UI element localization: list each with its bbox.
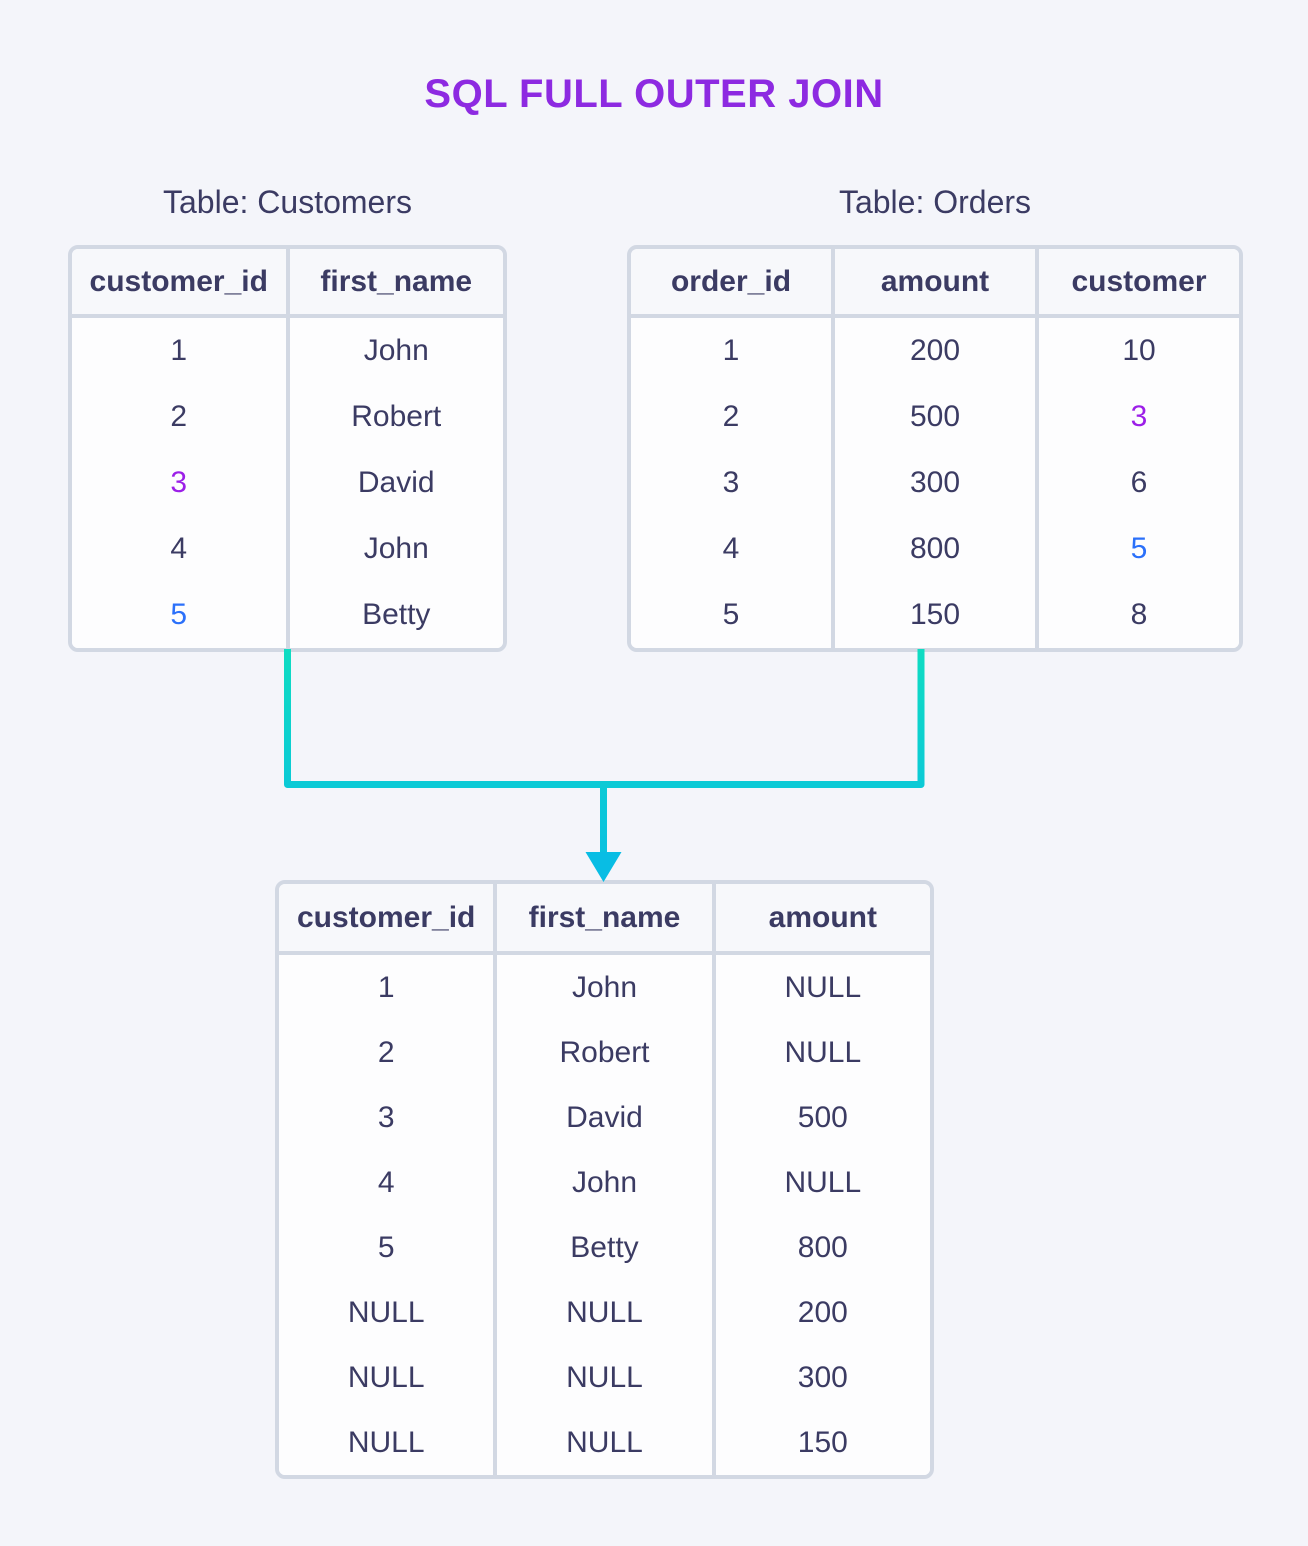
table-cell: 1 <box>72 318 286 384</box>
column-header: first_name <box>289 249 503 318</box>
orders-table-title: Table: Orders <box>838 184 1032 220</box>
table-cell: 3 <box>279 1085 494 1150</box>
customers-table-title: Table: Customers <box>163 184 412 220</box>
table-cell: 500 <box>835 384 1035 450</box>
table-cell: 800 <box>715 1215 930 1280</box>
table-cell: NULL <box>497 1410 712 1475</box>
column-header: first_name <box>497 884 712 955</box>
column-header: customer_id <box>279 884 494 955</box>
table-cell: NULL <box>497 1280 712 1345</box>
column-header: amount <box>715 884 930 955</box>
table-cell: NULL <box>715 1020 930 1085</box>
table-cell: 4 <box>72 516 286 582</box>
table-cell: 5 <box>631 582 831 648</box>
table-cell: NULL <box>715 955 930 1020</box>
table-cell: John <box>497 955 712 1020</box>
table-cell: 150 <box>715 1410 930 1475</box>
page-title: SQL FULL OUTER JOIN <box>424 72 884 116</box>
arrow-down-icon <box>585 852 622 882</box>
column-header: customer <box>1039 249 1239 318</box>
table-cell: NULL <box>715 1150 930 1215</box>
column-header: order_id <box>631 249 831 318</box>
table-cell: 4 <box>631 516 831 582</box>
table-cell: 2 <box>72 384 286 450</box>
table-cell: John <box>289 516 503 582</box>
connector-bracket-line <box>284 649 925 788</box>
table-cell: Robert <box>497 1020 712 1085</box>
table-cell: 200 <box>715 1280 930 1345</box>
table-cell: 8 <box>1039 582 1239 648</box>
table-cell: 6 <box>1039 450 1239 516</box>
table-cell: John <box>289 318 503 384</box>
table-cell: Betty <box>497 1215 712 1280</box>
table-cell: 3 <box>72 450 286 516</box>
table-cell: 300 <box>715 1345 930 1410</box>
table-cell: 5 <box>1039 516 1239 582</box>
table-cell: 2 <box>631 384 831 450</box>
table-cell: 300 <box>835 450 1035 516</box>
table-cell: David <box>497 1085 712 1150</box>
table-cell: 1 <box>631 318 831 384</box>
table-cell: 5 <box>279 1215 494 1280</box>
table-cell: 4 <box>279 1150 494 1215</box>
table-cell: 5 <box>72 582 286 648</box>
table-cell: 2 <box>279 1020 494 1085</box>
table-cell: NULL <box>279 1345 494 1410</box>
table-cell: 1 <box>279 955 494 1020</box>
table-cell: Robert <box>289 384 503 450</box>
table-cell: NULL <box>497 1345 712 1410</box>
table-cell: 10 <box>1039 318 1239 384</box>
column-header: amount <box>835 249 1035 318</box>
table-cell: 3 <box>631 450 831 516</box>
table-cell: NULL <box>279 1410 494 1475</box>
table-cell: 3 <box>1039 384 1239 450</box>
table-cell: 500 <box>715 1085 930 1150</box>
table-cell: 200 <box>835 318 1035 384</box>
table-cell: 800 <box>835 516 1035 582</box>
table-cell: NULL <box>279 1280 494 1345</box>
table-cell: Betty <box>289 582 503 648</box>
table-cell: 150 <box>835 582 1035 648</box>
column-header: customer_id <box>72 249 286 318</box>
table-cell: John <box>497 1150 712 1215</box>
table-cell: David <box>289 450 503 516</box>
